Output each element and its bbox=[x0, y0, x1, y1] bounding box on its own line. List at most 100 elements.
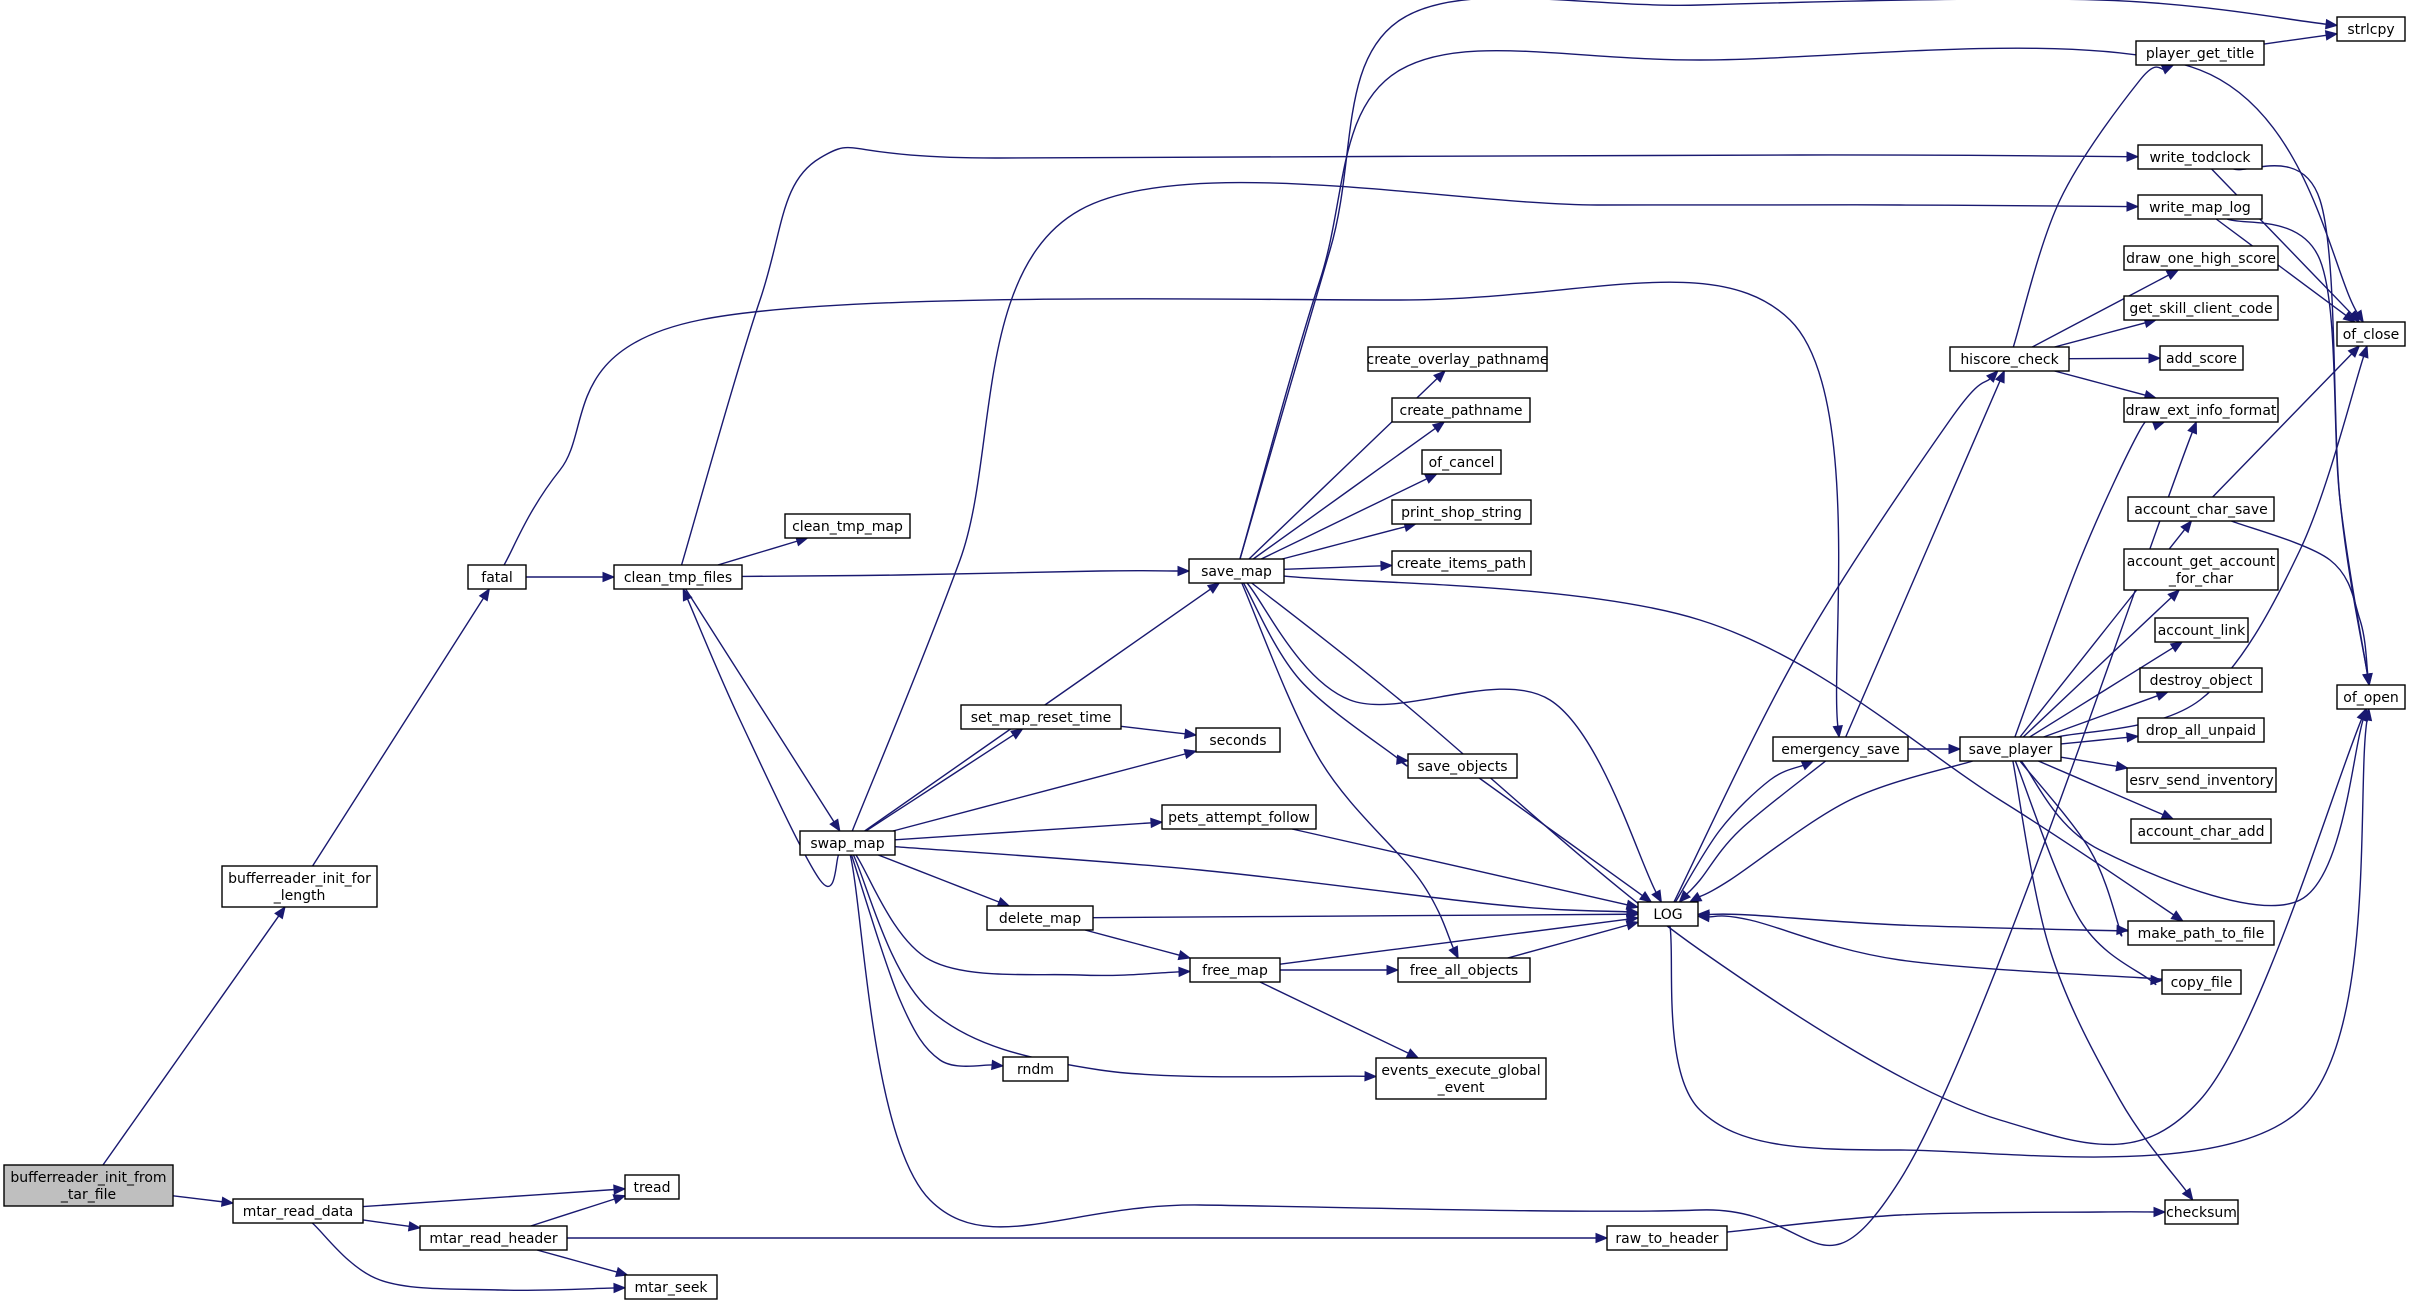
node-box[interactable] bbox=[1367, 346, 1548, 372]
node-box[interactable] bbox=[467, 564, 527, 590]
function-node-emergency_save[interactable]: emergency_save bbox=[1772, 736, 1909, 762]
node-box[interactable] bbox=[1002, 1056, 1069, 1082]
node-box[interactable] bbox=[221, 865, 378, 908]
node-box[interactable] bbox=[2164, 1199, 2239, 1225]
function-node-clean_tmp_files[interactable]: clean_tmp_files bbox=[613, 564, 743, 590]
function-node-create_items_path[interactable]: create_items_path bbox=[1391, 550, 1532, 576]
function-node-save_objects[interactable]: save_objects bbox=[1407, 753, 1518, 779]
function-node-free_all_objects[interactable]: free_all_objects bbox=[1397, 957, 1531, 983]
node-box[interactable] bbox=[1959, 736, 2062, 762]
function-node-account_get_account_for_char[interactable]: account_get_account_for_char bbox=[2123, 548, 2279, 591]
function-node-bufferreader_init_from_tar_file[interactable]: bufferreader_init_from_tar_file bbox=[3, 1164, 174, 1207]
function-node-swap_map[interactable]: swap_map bbox=[799, 830, 896, 856]
node-box[interactable] bbox=[2139, 667, 2263, 693]
node-box[interactable] bbox=[2137, 717, 2265, 743]
function-node-account_char_save[interactable]: account_char_save bbox=[2127, 496, 2275, 522]
node-box[interactable] bbox=[2137, 144, 2263, 170]
function-node-create_pathname[interactable]: create_pathname bbox=[1391, 397, 1531, 423]
function-node-LOG[interactable]: LOG bbox=[1637, 901, 1699, 927]
function-node-strlcpy[interactable]: strlcpy bbox=[2336, 16, 2406, 42]
function-node-draw_ext_info_format[interactable]: draw_ext_info_format bbox=[2123, 397, 2279, 423]
function-node-bufferreader_init_for_length[interactable]: bufferreader_init_for_length bbox=[221, 865, 378, 908]
function-node-seconds[interactable]: seconds bbox=[1195, 727, 1281, 753]
node-box[interactable] bbox=[1189, 957, 1281, 983]
function-node-checksum[interactable]: checksum bbox=[2164, 1199, 2239, 1225]
function-node-copy_file[interactable]: copy_file bbox=[2161, 969, 2242, 995]
node-box[interactable] bbox=[2127, 920, 2275, 946]
node-box[interactable] bbox=[1391, 550, 1532, 576]
function-node-raw_to_header[interactable]: raw_to_header bbox=[1606, 1225, 1728, 1251]
function-node-player_get_title[interactable]: player_get_title bbox=[2135, 40, 2265, 66]
function-node-mtar_read_header[interactable]: mtar_read_header bbox=[419, 1225, 568, 1251]
function-node-create_overlay_pathname[interactable]: create_overlay_pathname bbox=[1367, 346, 1549, 372]
node-box[interactable] bbox=[1606, 1225, 1728, 1251]
function-node-account_link[interactable]: account_link bbox=[2154, 617, 2249, 643]
function-node-mtar_read_data[interactable]: mtar_read_data bbox=[232, 1198, 364, 1224]
node-box[interactable] bbox=[2137, 194, 2263, 220]
function-node-free_map[interactable]: free_map bbox=[1189, 957, 1281, 983]
function-node-destroy_object[interactable]: destroy_object bbox=[2139, 667, 2263, 693]
node-box[interactable] bbox=[2154, 617, 2249, 643]
function-node-pets_attempt_follow[interactable]: pets_attempt_follow bbox=[1161, 804, 1317, 830]
node-box[interactable] bbox=[1391, 499, 1532, 525]
function-node-get_skill_client_code[interactable]: get_skill_client_code bbox=[2123, 295, 2279, 321]
function-node-save_map[interactable]: save_map bbox=[1188, 558, 1285, 584]
node-box[interactable] bbox=[613, 564, 743, 590]
function-node-fatal[interactable]: fatal bbox=[467, 564, 527, 590]
node-box[interactable] bbox=[2336, 321, 2406, 347]
node-box[interactable] bbox=[2161, 969, 2242, 995]
function-node-of_cancel[interactable]: of_cancel bbox=[1421, 449, 1502, 475]
function-node-account_char_add[interactable]: account_char_add bbox=[2130, 818, 2272, 844]
node-box[interactable] bbox=[1161, 804, 1317, 830]
node-box[interactable] bbox=[2123, 295, 2279, 321]
function-node-tread[interactable]: tread bbox=[624, 1174, 680, 1200]
node-box[interactable] bbox=[2127, 496, 2275, 522]
node-box[interactable] bbox=[2135, 40, 2265, 66]
node-box[interactable] bbox=[1397, 957, 1531, 983]
node-box[interactable] bbox=[2123, 548, 2279, 591]
node-box[interactable] bbox=[1637, 901, 1699, 927]
node-box[interactable] bbox=[1195, 727, 1281, 753]
function-node-mtar_seek[interactable]: mtar_seek bbox=[624, 1274, 718, 1300]
node-box[interactable] bbox=[1188, 558, 1285, 584]
function-node-draw_one_high_score[interactable]: draw_one_high_score bbox=[2123, 245, 2279, 271]
function-node-save_player[interactable]: save_player bbox=[1959, 736, 2062, 762]
node-box[interactable] bbox=[2336, 16, 2406, 42]
node-box[interactable] bbox=[784, 513, 911, 539]
node-box[interactable] bbox=[2126, 767, 2277, 793]
function-node-of_open[interactable]: of_open bbox=[2336, 684, 2406, 710]
function-node-events_execute_global_event[interactable]: events_execute_global_event bbox=[1375, 1057, 1547, 1100]
node-box[interactable] bbox=[960, 704, 1122, 730]
function-node-delete_map[interactable]: delete_map bbox=[986, 905, 1094, 931]
node-box[interactable] bbox=[624, 1274, 718, 1300]
node-box[interactable] bbox=[2336, 684, 2406, 710]
node-box[interactable] bbox=[1375, 1057, 1547, 1100]
node-box[interactable] bbox=[1421, 449, 1502, 475]
function-node-add_score[interactable]: add_score bbox=[2159, 345, 2244, 371]
node-box[interactable] bbox=[2123, 397, 2279, 423]
function-node-esrv_send_inventory[interactable]: esrv_send_inventory bbox=[2126, 767, 2277, 793]
node-box[interactable] bbox=[2159, 345, 2244, 371]
node-box[interactable] bbox=[1391, 397, 1531, 423]
function-node-of_close[interactable]: of_close bbox=[2336, 321, 2406, 347]
function-node-drop_all_unpaid[interactable]: drop_all_unpaid bbox=[2137, 717, 2265, 743]
node-box[interactable] bbox=[1772, 736, 1909, 762]
node-box[interactable] bbox=[232, 1198, 364, 1224]
node-box[interactable] bbox=[2130, 818, 2272, 844]
function-node-make_path_to_file[interactable]: make_path_to_file bbox=[2127, 920, 2275, 946]
function-node-hiscore_check[interactable]: hiscore_check bbox=[1949, 346, 2070, 372]
node-box[interactable] bbox=[1949, 346, 2070, 372]
function-node-write_todclock[interactable]: write_todclock bbox=[2137, 144, 2263, 170]
node-box[interactable] bbox=[2123, 245, 2279, 271]
function-node-set_map_reset_time[interactable]: set_map_reset_time bbox=[960, 704, 1122, 730]
node-box[interactable] bbox=[1407, 753, 1518, 779]
node-box[interactable] bbox=[3, 1164, 174, 1207]
function-node-clean_tmp_map[interactable]: clean_tmp_map bbox=[784, 513, 911, 539]
node-box[interactable] bbox=[624, 1174, 680, 1200]
function-node-write_map_log[interactable]: write_map_log bbox=[2137, 194, 2263, 220]
node-box[interactable] bbox=[986, 905, 1094, 931]
node-box[interactable] bbox=[419, 1225, 568, 1251]
node-box[interactable] bbox=[799, 830, 896, 856]
function-node-rndm[interactable]: rndm bbox=[1002, 1056, 1069, 1082]
function-node-print_shop_string[interactable]: print_shop_string bbox=[1391, 499, 1532, 525]
